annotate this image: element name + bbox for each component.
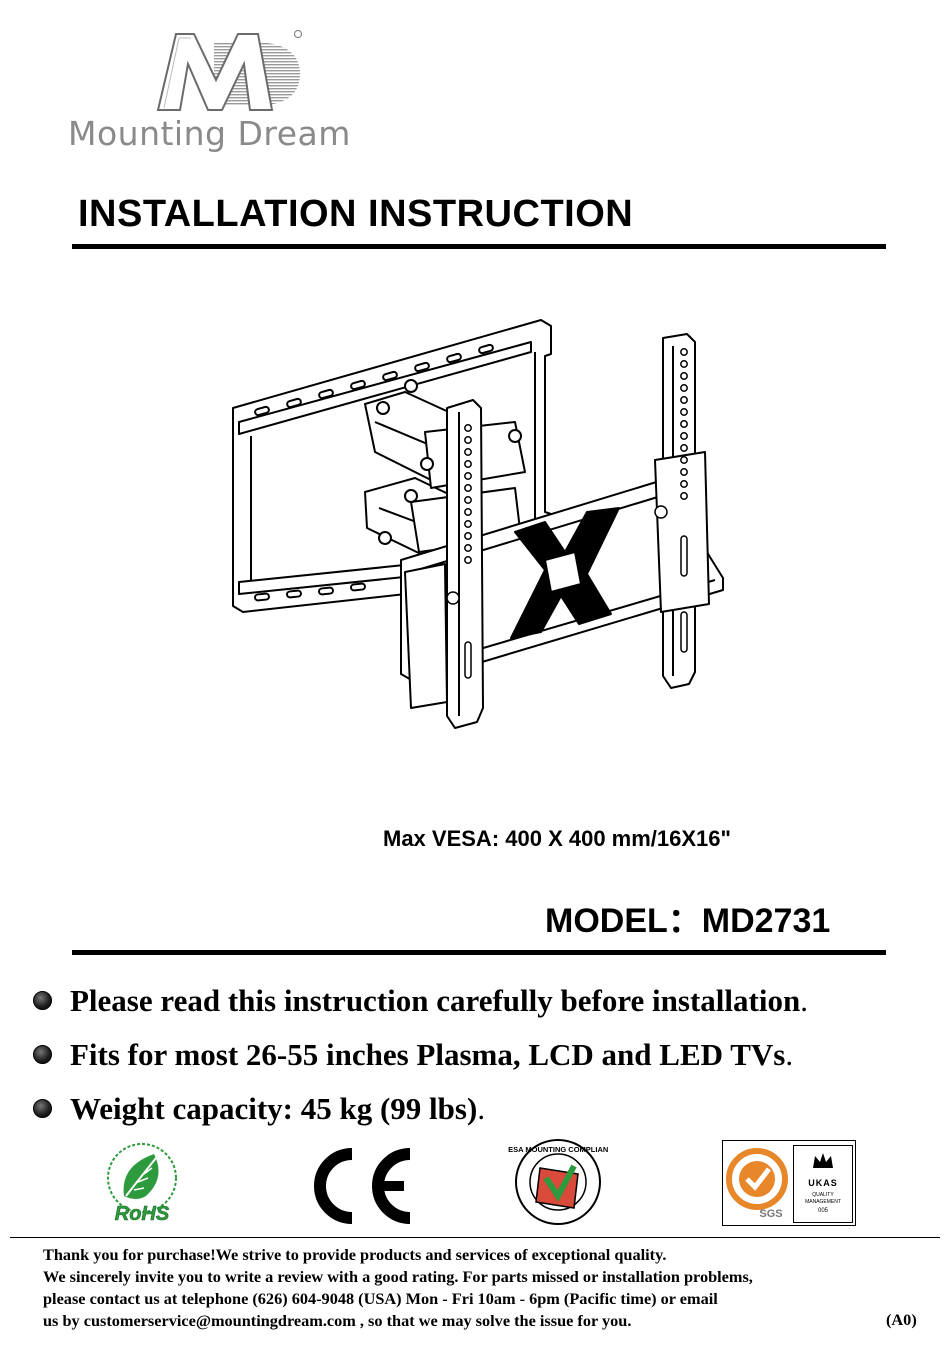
brand-name: Mounting Dream: [68, 114, 351, 153]
ce-mark-icon: [314, 1148, 411, 1224]
vesa-compliant-icon: VESA MOUNTING COMPLIANT: [508, 1139, 608, 1225]
max-vesa-spec: Max VESA: 400 X 400 mm/16X16": [383, 826, 731, 851]
ukas-code: 005: [817, 1208, 828, 1214]
rohs-icon: RoHS: [107, 1143, 177, 1225]
bullet-text: Weight capacity: 45 kg (99 lbs): [70, 1091, 478, 1126]
footer-note: Thank you for purchase!We strive to prov…: [43, 1244, 923, 1332]
brand-logo: Mounting Dream: [68, 28, 388, 168]
ukas-sub2: MANAGEMENT: [805, 1199, 841, 1205]
feature-list: Please read this instruction carefully b…: [32, 980, 947, 1142]
list-item: Fits for most 26-55 inches Plasma, LCD a…: [32, 1034, 947, 1088]
ukas-sub1: QUALITY: [812, 1192, 834, 1198]
bullet-text: Fits for most 26-55 inches Plasma, LCD a…: [70, 1037, 786, 1072]
sgs-icon: SGS: [726, 1148, 788, 1220]
model-rule: [72, 950, 886, 955]
bullet-text: Please read this instruction carefully b…: [70, 983, 801, 1018]
svg-text:RoHS: RoHS: [115, 1203, 170, 1225]
footer-line: Thank you for purchase!We strive to prov…: [43, 1245, 667, 1264]
title-rule: [72, 244, 886, 249]
footer-rule: [10, 1237, 940, 1238]
bullet-dot-icon: [33, 1099, 52, 1118]
crown-icon: [813, 1153, 833, 1168]
footer-line: We sincerely invite you to write a revie…: [43, 1267, 753, 1286]
list-item: Weight capacity: 45 kg (99 lbs).: [32, 1088, 947, 1142]
page-title: INSTALLATION INSTRUCTION: [78, 193, 634, 235]
ukas-label: UKAS: [808, 1178, 838, 1188]
svg-text:VESA MOUNTING COMPLIANT: VESA MOUNTING COMPLIANT: [508, 1145, 608, 1154]
bullet-dot-icon: [33, 1045, 52, 1064]
product-illustration: [232, 319, 724, 729]
footer-line: us by customerservice@mountingdream.com …: [43, 1311, 632, 1330]
ukas-icon: UKAS QUALITY MANAGEMENT 005: [793, 1145, 853, 1223]
revision-code: (A0): [886, 1310, 917, 1329]
footer-line: please contact us at telephone (626) 604…: [43, 1289, 718, 1308]
list-item: Please read this instruction carefully b…: [32, 980, 947, 1034]
bullet-dot-icon: [33, 991, 52, 1010]
brand-logo-icon: [156, 30, 302, 111]
model-number: MODEL：MD2731: [545, 902, 831, 940]
sgs-ukas-badge: SGS UKAS QUALITY MANAGEMENT 005: [722, 1140, 856, 1226]
svg-text:SGS: SGS: [759, 1208, 782, 1220]
